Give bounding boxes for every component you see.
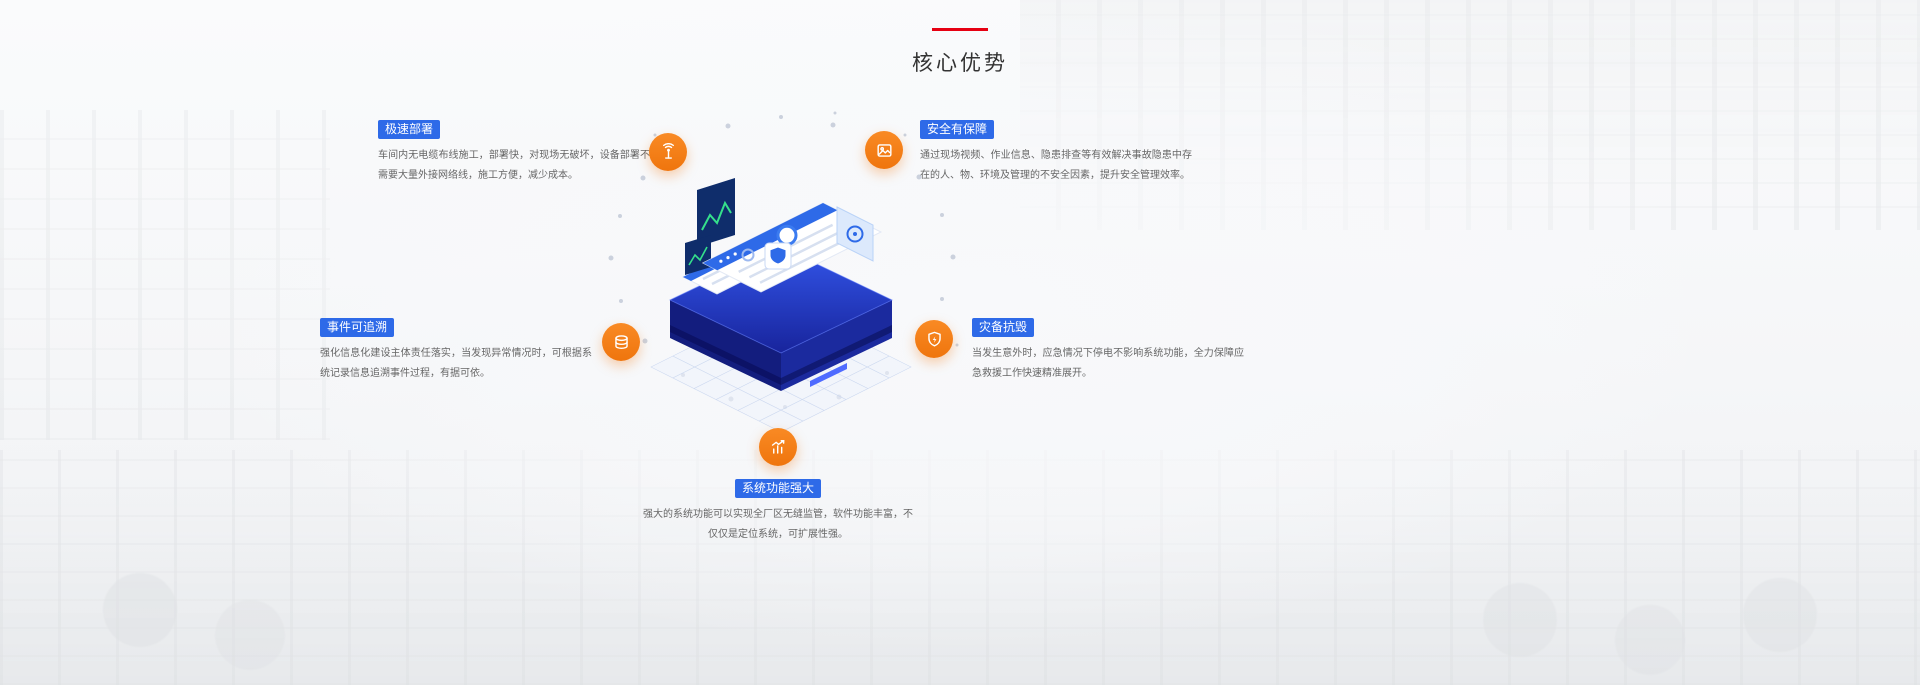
database-icon <box>602 323 640 361</box>
feature-disaster-resilience: 灾备抗毁 当发生意外时，应急情况下停电不影响系统功能，全力保障应急救援工作快速精… <box>972 318 1244 384</box>
feature-badge: 灾备抗毁 <box>972 318 1035 337</box>
feature-text: 通过现场视频、作业信息、隐患排查等有效解决事故隐患中存在的人、物、环境及管理的不… <box>920 150 1192 181</box>
shield-card <box>764 242 792 270</box>
shield-bolt-icon <box>915 320 953 358</box>
feature-event-traceability: 事件可追溯 强化信息化建设主体责任落实，当发现异常情况时，可根据系统记录信息追溯… <box>320 318 592 384</box>
section-header: 核心优势 <box>0 28 1920 77</box>
feature-badge: 极速部署 <box>378 120 441 139</box>
feature-badge: 系统功能强大 <box>734 479 821 498</box>
feature-badge: 事件可追溯 <box>320 318 395 337</box>
feature-powerful-functions: 系统功能强大 强大的系统功能可以实现全厂区无缝监管，软件功能丰富，不仅仅是定位系… <box>642 479 914 545</box>
feature-text: 当发生意外时，应急情况下停电不影响系统功能，全力保障应急救援工作快速精准展开。 <box>972 348 1244 379</box>
chart-screen <box>697 178 735 247</box>
chart-growth-icon <box>759 428 797 466</box>
section-title: 核心优势 <box>912 52 1008 75</box>
title-accent-line <box>932 28 988 31</box>
feature-rapid-deployment: 极速部署 车间内无电缆布线施工，部署快，对现场无破坏，设备部署不需要大量外接网络… <box>378 120 650 186</box>
device-card <box>836 206 874 262</box>
feature-safety-guarantee: 安全有保障 通过现场视频、作业信息、隐患排查等有效解决事故隐患中存在的人、物、环… <box>920 120 1192 186</box>
feature-text: 车间内无电缆布线施工，部署快，对现场无破坏，设备部署不需要大量外接网络线，施工方… <box>378 150 650 181</box>
beacon-signal-icon <box>649 133 687 171</box>
feature-text: 强大的系统功能可以实现全厂区无缝监管，软件功能丰富，不仅仅是定位系统，可扩展性强… <box>643 509 913 540</box>
feature-text: 强化信息化建设主体责任落实，当发现异常情况时，可根据系统记录信息追溯事件过程，有… <box>320 348 592 379</box>
media-image-icon <box>865 131 903 169</box>
feature-badge: 安全有保障 <box>920 120 995 139</box>
